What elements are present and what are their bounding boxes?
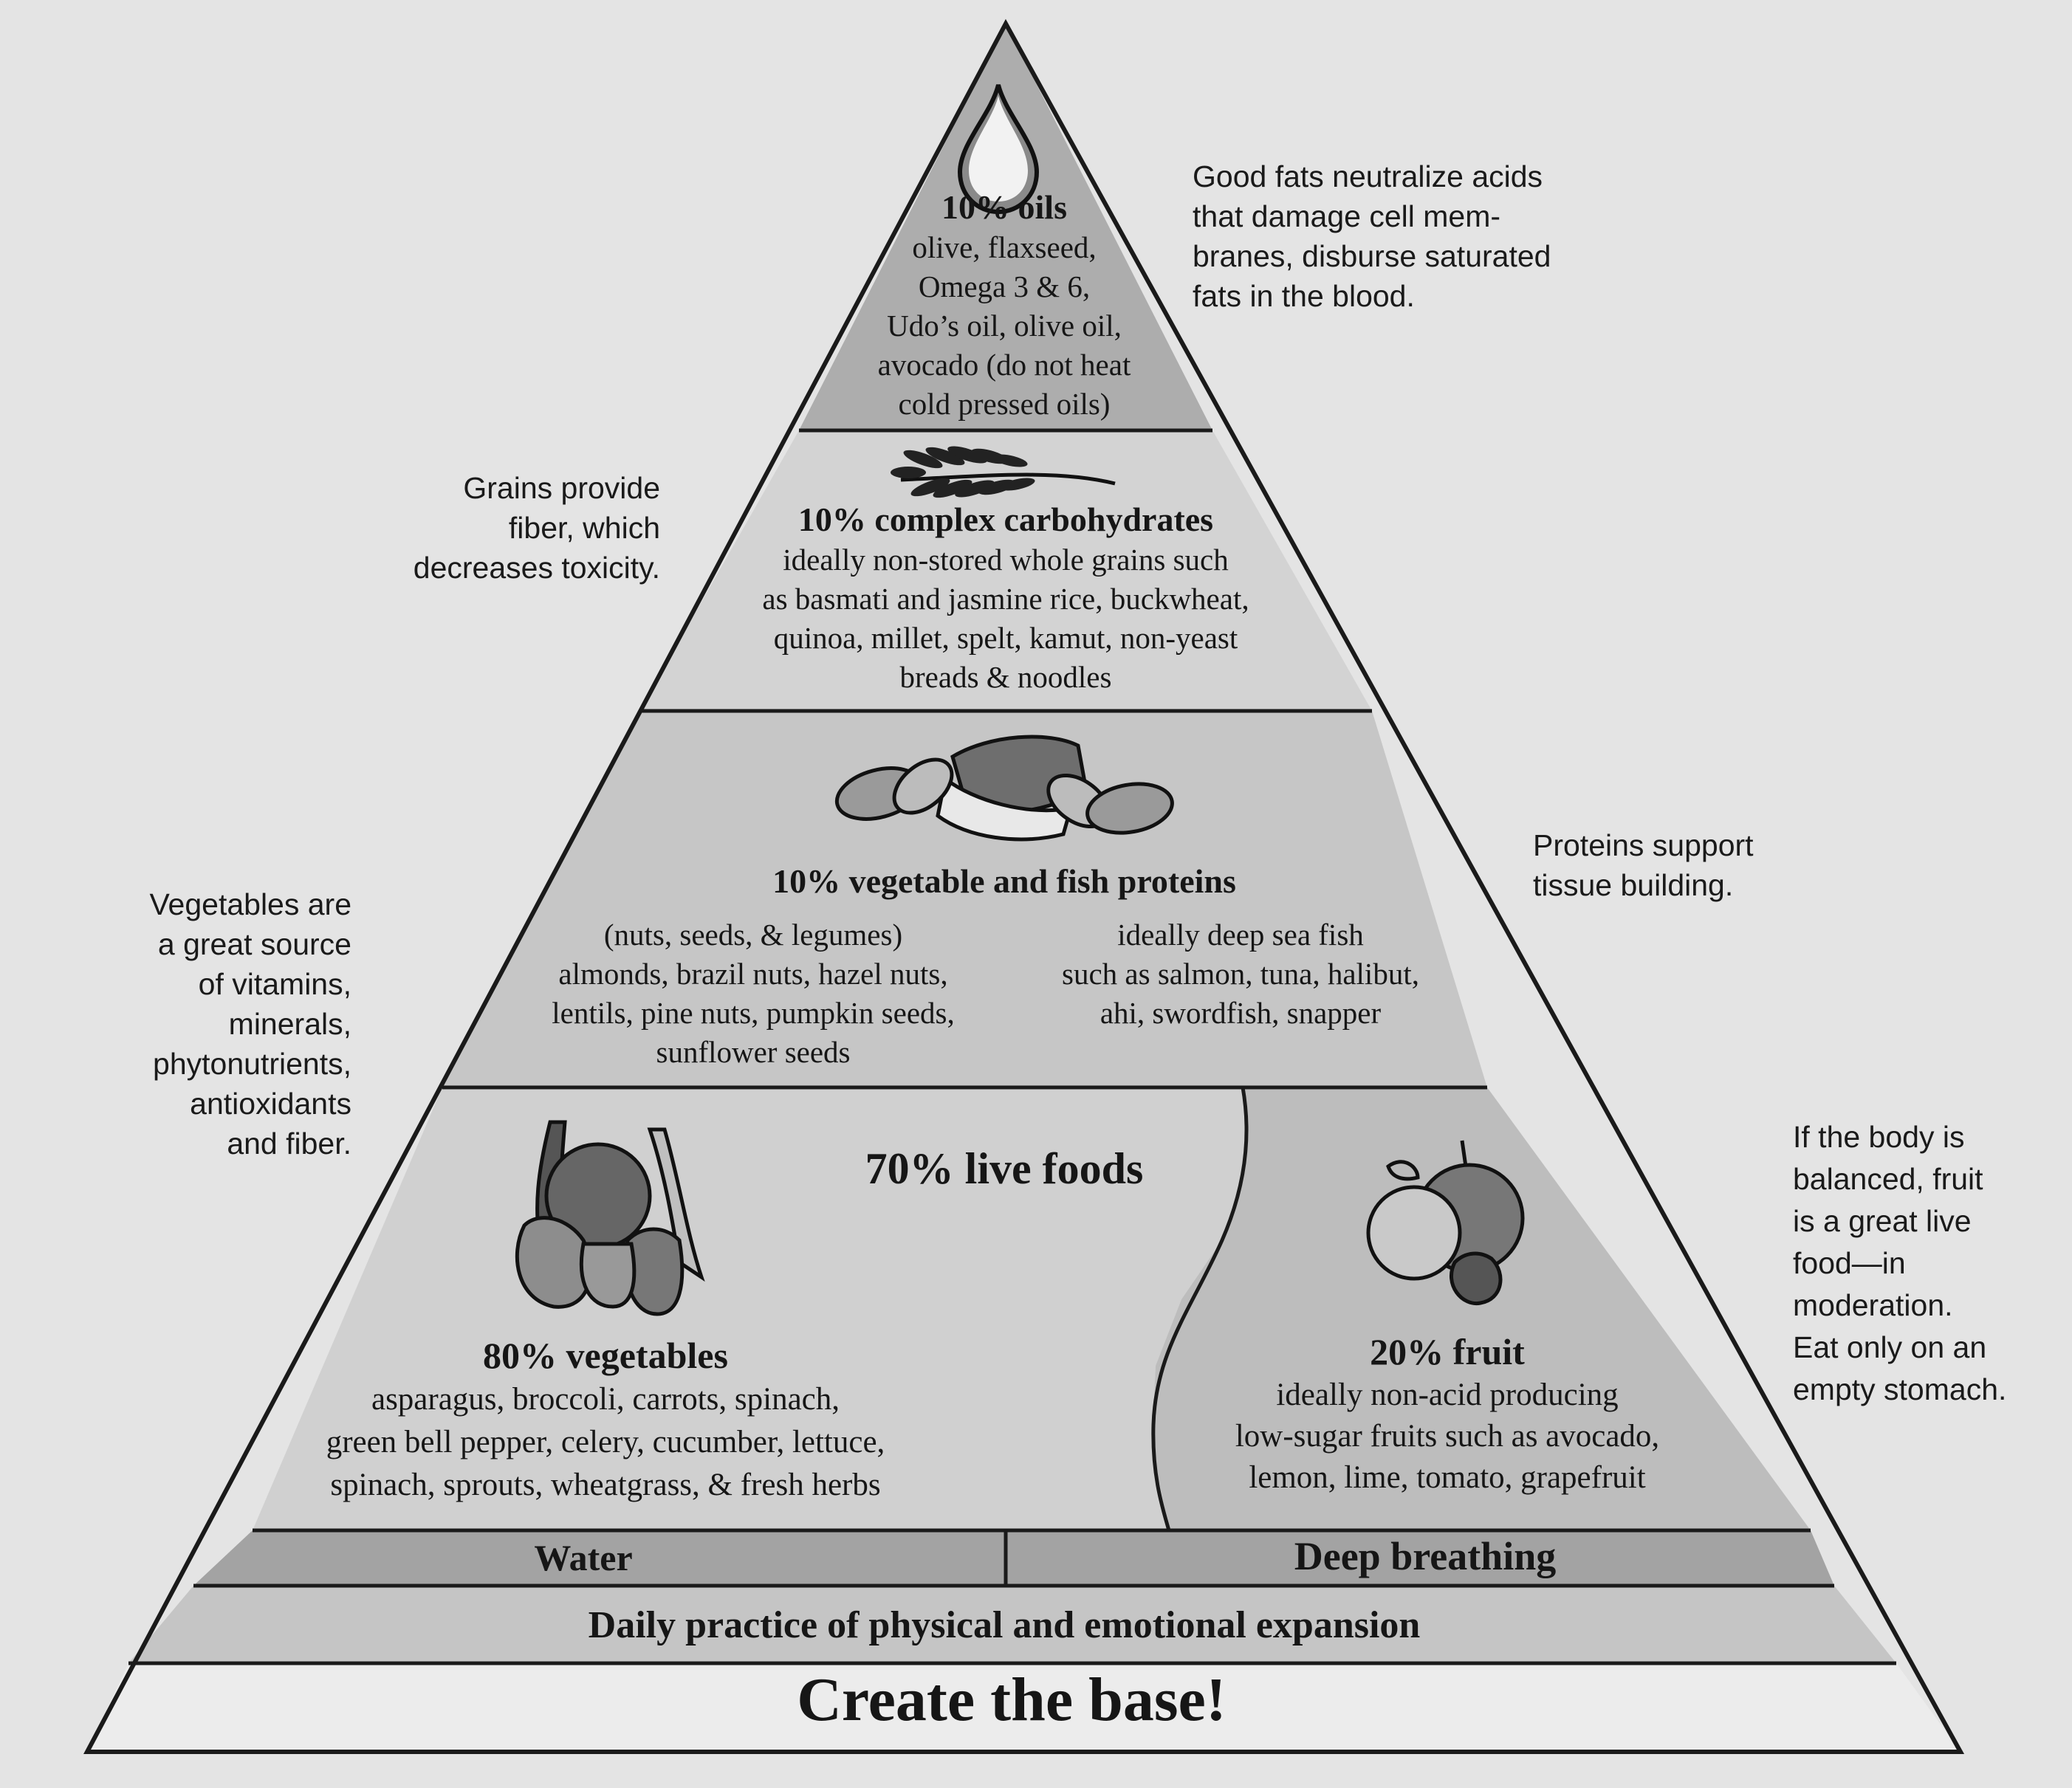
oils-heading: 10% oils — [941, 188, 1067, 226]
fruit-text: 20% fruit ideally non-acid producing low… — [1174, 1329, 1721, 1499]
proteins-note-line: Proteins support — [1533, 828, 1754, 862]
oils-line: Udo’s oil, olive oil, — [887, 309, 1122, 343]
vegetables-line: green bell pepper, celery, cucumber, let… — [326, 1425, 885, 1459]
fruit-note-line: If the body is — [1793, 1120, 1965, 1154]
proteins-right-line: such as salmon, tuna, halibut, — [1062, 957, 1419, 991]
fruit-line: lemon, lime, tomato, grapefruit — [1249, 1460, 1646, 1495]
fruit-line: ideally non-acid producing — [1276, 1378, 1619, 1412]
fruit-note-line: empty stomach. — [1793, 1372, 2007, 1406]
fats-note-line: that damage cell mem- — [1193, 199, 1501, 233]
carbs-tier-text: 10% complex carbohydrates ideally non-st… — [673, 499, 1338, 697]
proteins-heading: 10% vegetable and fish proteins — [772, 862, 1236, 900]
live-foods-heading-wrap: 70% live foods — [783, 1143, 1226, 1194]
carbs-tier — [639, 430, 1372, 711]
proteins-heading-wrap: 10% vegetable and fish proteins — [650, 861, 1359, 902]
proteins-tier — [442, 711, 1487, 1087]
carbs-heading: 10% complex carbohydrates — [797, 501, 1214, 538]
vegetables-note-line: and fiber. — [227, 1127, 351, 1161]
vegetables-line: asparagus, broccoli, carrots, spinach, — [371, 1382, 840, 1417]
fruit-line: low-sugar fruits such as avocado, — [1235, 1419, 1660, 1454]
proteins-note-line: tissue building. — [1533, 868, 1734, 902]
proteins-left-text: (nuts, seeds, & legumes) almonds, brazil… — [502, 915, 1004, 1072]
create-base-label: Create the base! — [797, 1665, 1227, 1734]
proteins-right-line: ahi, swordfish, snapper — [1100, 996, 1382, 1030]
grains-note-line: Grains provide — [463, 471, 660, 505]
fruit-tier — [1152, 1087, 1811, 1530]
fruit-note-line: moderation. — [1793, 1288, 1953, 1322]
oils-line: olive, flaxseed, — [912, 230, 1097, 264]
carbs-line: ideally non-stored whole grains such — [783, 543, 1229, 577]
carbs-line: quinoa, millet, spelt, kamut, non-yeast — [773, 621, 1238, 655]
fats-note-line: Good fats neutralize acids — [1193, 159, 1543, 193]
fruit-icon — [1366, 1140, 1525, 1305]
vegetables-tier — [253, 1087, 1248, 1530]
proteins-left-line: almonds, brazil nuts, hazel nuts, — [558, 957, 948, 991]
proteins-right-line: ideally deep sea fish — [1117, 918, 1364, 952]
proteins-left-line: (nuts, seeds, & legumes) — [603, 918, 903, 952]
daily-practice-strip — [128, 1586, 1896, 1663]
live-foods-heading: 70% live foods — [865, 1144, 1144, 1193]
vegetables-note-line: antioxidants — [190, 1087, 351, 1121]
vegetables-line: spinach, sprouts, wheatgrass, & fresh he… — [330, 1468, 881, 1502]
water-breathing-strip — [193, 1530, 1834, 1586]
live-foods-curve — [1151, 1087, 1249, 1531]
oils-line: avocado (do not heat — [877, 348, 1131, 382]
fats-note-line: fats in the blood. — [1193, 279, 1415, 313]
oil-drop-icon — [957, 84, 1040, 215]
grains-note-line: fiber, which — [508, 511, 660, 545]
carbs-line: as basmati and jasmine rice, buckwheat, — [762, 582, 1249, 616]
create-base-strip — [87, 1663, 1960, 1752]
fruit-note-line: food—in — [1793, 1246, 1906, 1280]
fruit-note-line: balanced, fruit — [1793, 1162, 1983, 1196]
fats-note: Good fats neutralize acids that damage c… — [1193, 157, 1551, 316]
vegetables-note-line: phytonutrients, — [153, 1047, 351, 1081]
fruit-heading: 20% fruit — [1370, 1331, 1525, 1372]
vegetables-note-line: a great source — [157, 927, 351, 961]
deep-breathing-label: Deep breathing — [1294, 1534, 1557, 1578]
wheat-icon — [891, 446, 1116, 498]
vegetables-note-line: of vitamins, — [198, 967, 351, 1001]
fish-and-nuts-icon — [834, 735, 1174, 842]
vegetables-note-line: Vegetables are — [149, 887, 351, 921]
oils-tier-text: 10% oils olive, flaxseed, Omega 3 & 6, U… — [820, 187, 1189, 424]
carbs-line: breads & noodles — [899, 660, 1112, 694]
fats-note-line: branes, disburse saturated — [1193, 239, 1551, 273]
fruit-note-line: Eat only on an — [1793, 1330, 1987, 1364]
vegetables-text: 80% vegetables asparagus, broccoli, carr… — [251, 1333, 960, 1507]
oils-line: cold pressed oils) — [898, 387, 1111, 421]
oils-line: Omega 3 & 6, — [918, 269, 1091, 303]
vegetables-heading: 80% vegetables — [483, 1335, 728, 1376]
daily-practice-label: Daily practice of physical and emotional… — [588, 1604, 1421, 1646]
grains-note-line: decreases toxicity. — [413, 551, 660, 585]
proteins-right-text: ideally deep sea fish such as salmon, tu… — [1019, 915, 1462, 1033]
proteins-left-line: sunflower seeds — [656, 1035, 851, 1069]
fruit-note: If the body is balanced, fruit is a grea… — [1793, 1116, 2006, 1411]
grains-note: Grains provide fiber, which decreases to… — [362, 468, 660, 588]
proteins-left-line: lentils, pine nuts, pumpkin seeds, — [552, 996, 955, 1030]
fruit-note-line: is a great live — [1793, 1204, 1972, 1238]
vegetables-note: Vegetables are a great source of vitamin… — [89, 884, 351, 1163]
proteins-note: Proteins support tissue building. — [1533, 825, 1754, 905]
vegetables-icon — [515, 1120, 705, 1316]
water-label: Water — [534, 1537, 633, 1578]
vegetables-note-line: minerals, — [228, 1007, 351, 1041]
pyramid-outline — [83, 18, 1965, 1754]
oils-tier — [799, 24, 1212, 430]
